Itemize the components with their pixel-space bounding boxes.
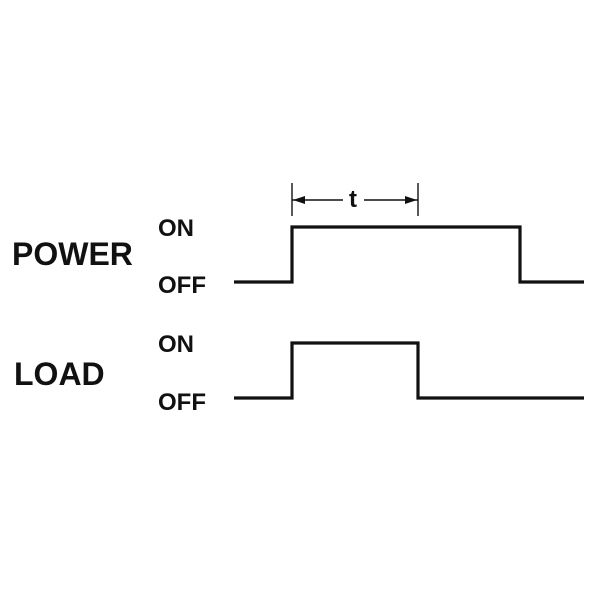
interval-label: t bbox=[349, 186, 357, 213]
power-waveform bbox=[234, 225, 584, 284]
load-waveform bbox=[234, 341, 584, 400]
interval-dimension: t bbox=[291, 183, 419, 216]
load-signal-label: LOAD bbox=[14, 356, 105, 392]
interval-left-arrow bbox=[293, 196, 305, 204]
interval-right-arrow bbox=[405, 196, 417, 204]
power-on-label: ON bbox=[158, 215, 194, 242]
power-signal-label: POWER bbox=[12, 236, 133, 272]
load-on-label: ON bbox=[158, 331, 194, 358]
load-off-label: OFF bbox=[158, 389, 206, 416]
power-off-label: OFF bbox=[158, 272, 206, 299]
